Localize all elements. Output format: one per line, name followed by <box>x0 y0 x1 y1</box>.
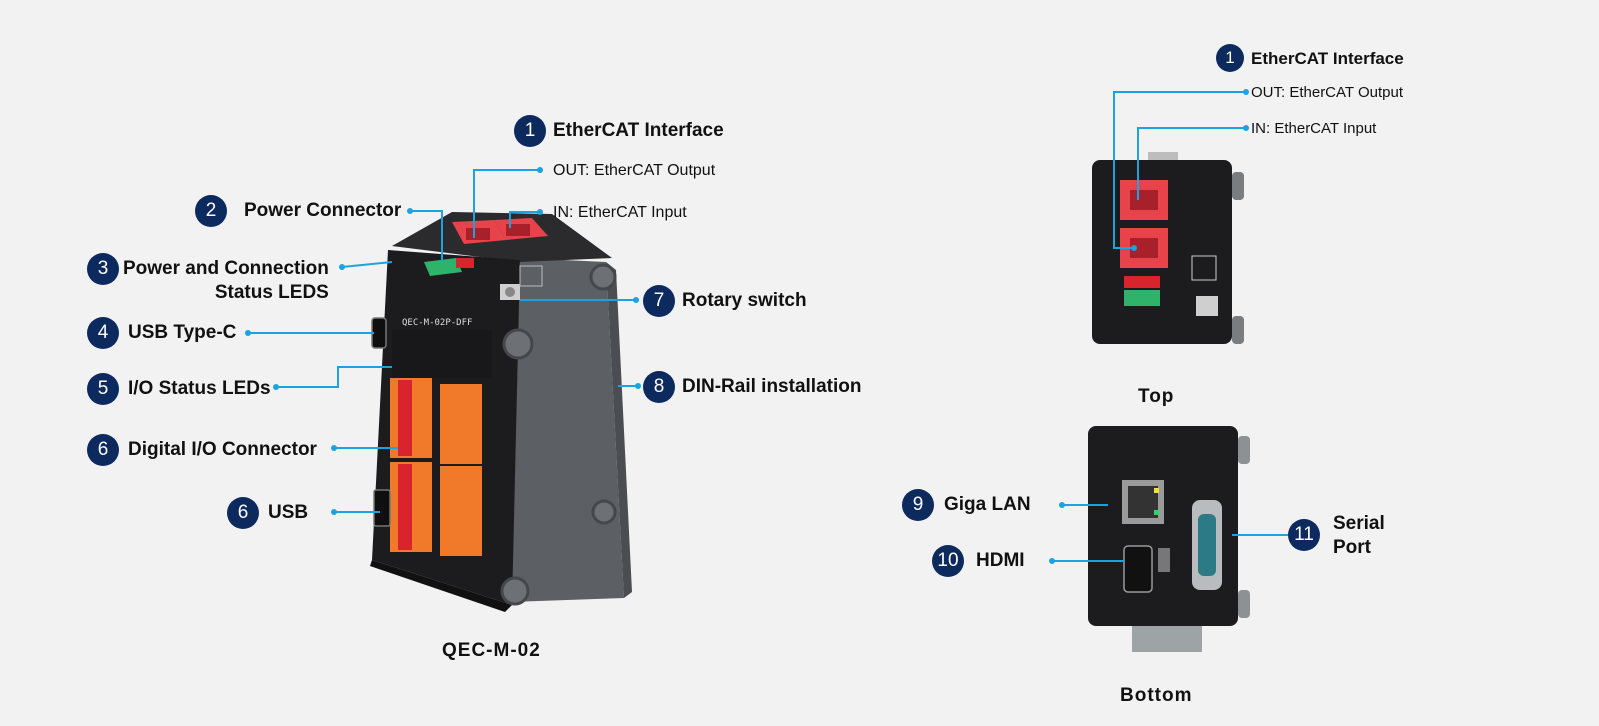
badge-digital-io: 6 <box>87 434 119 466</box>
label-status-leds-line1: Power and Connection <box>123 258 329 279</box>
model-text: QEC-M-02P-DFF <box>402 318 472 328</box>
badge-usb: 6 <box>227 497 259 529</box>
badge-giga-lan: 9 <box>902 489 934 521</box>
left-leader-dots <box>245 167 641 515</box>
label-giga-lan: Giga LAN <box>944 494 1031 515</box>
label-top-ethercat-input: IN: EtherCAT Input <box>1251 120 1377 137</box>
label-serial-port: Serial Port <box>1333 512 1385 560</box>
label-top-ethercat-interface: EtherCAT Interface <box>1251 49 1404 68</box>
label-status-leds: Power and Connection Status LEDS <box>123 257 329 305</box>
badge-status-leds: 3 <box>87 253 119 285</box>
badge-rotary-switch: 7 <box>643 285 675 317</box>
badge-usb-type-c: 4 <box>87 317 119 349</box>
label-digital-io-connector: Digital I/O Connector <box>128 439 317 460</box>
label-din-rail: DIN-Rail installation <box>682 376 862 397</box>
bottom-view-device <box>1088 426 1250 652</box>
left-leader-lines <box>248 169 638 513</box>
label-serial-port-line1: Serial <box>1333 513 1385 534</box>
label-hdmi: HDMI <box>976 550 1025 571</box>
label-ethercat-interface: EtherCAT Interface <box>553 120 724 141</box>
caption-bottom: Bottom <box>1120 685 1193 706</box>
label-top-ethercat-output: OUT: EtherCAT Output <box>1251 84 1403 101</box>
label-ethercat-input: IN: EtherCAT Input <box>553 204 687 221</box>
badge-serial-port: 11 <box>1288 519 1320 551</box>
label-usb: USB <box>268 502 309 523</box>
label-status-leds-line2: Status LEDS <box>214 282 329 303</box>
top-view-device <box>1092 152 1244 344</box>
label-io-status-leds: I/O Status LEDs <box>128 378 271 399</box>
label-power-connector: Power Connector <box>244 200 402 221</box>
badge-power-connector: 2 <box>195 195 227 227</box>
label-ethercat-output: OUT: EtherCAT Output <box>553 162 716 179</box>
badge-io-status-leds: 5 <box>87 373 119 405</box>
left-device: QEC-M-02P-DFF <box>370 212 632 612</box>
badge-ethercat: 1 <box>514 115 546 147</box>
caption-top: Top <box>1138 386 1175 407</box>
top-leader-dots <box>1131 89 1249 251</box>
label-rotary-switch: Rotary switch <box>682 290 807 311</box>
badge-din-rail: 8 <box>643 371 675 403</box>
label-serial-port-line2: Port <box>1333 537 1371 558</box>
badge-top-ethercat: 1 <box>1216 44 1244 72</box>
label-usb-type-c: USB Type-C <box>128 322 237 343</box>
top-leader-lines <box>1113 91 1246 249</box>
badge-hdmi: 10 <box>932 545 964 577</box>
caption-qec-m-02: QEC-M-02 <box>442 640 541 661</box>
